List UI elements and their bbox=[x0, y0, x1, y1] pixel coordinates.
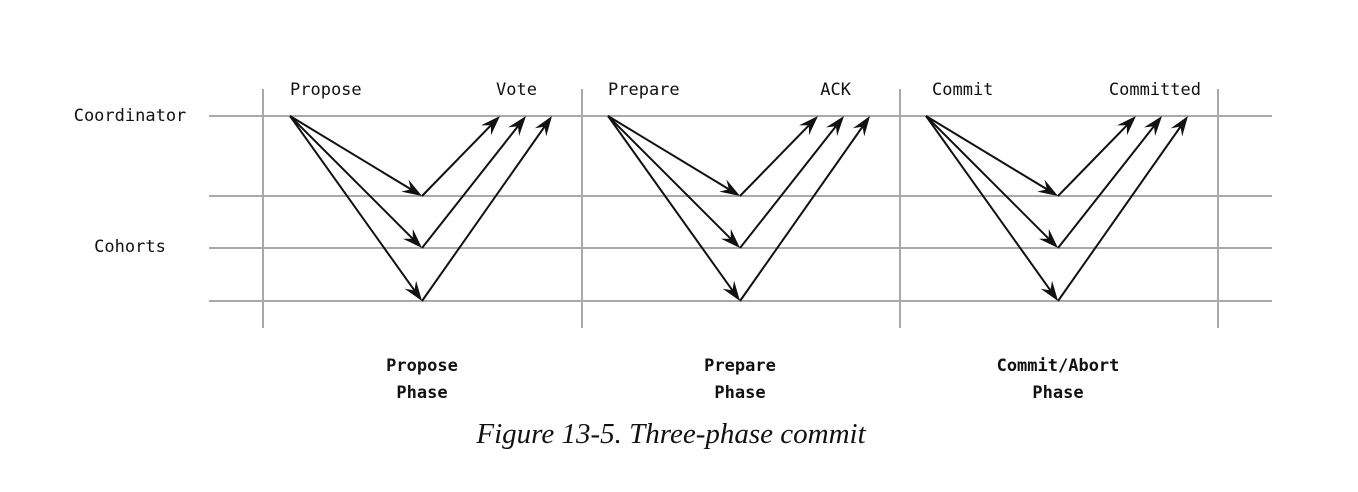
request-arrow bbox=[925, 115, 1058, 196]
request-arrow bbox=[607, 115, 740, 196]
timeline-grid bbox=[209, 89, 1272, 328]
request-arrow bbox=[289, 115, 422, 301]
response-arrow bbox=[739, 116, 870, 302]
commit-step-label: Commit bbox=[932, 80, 993, 100]
prepare-phase-subtitle: Phase bbox=[714, 383, 765, 403]
request-arrow bbox=[607, 115, 740, 301]
coordinator-label: Coordinator bbox=[74, 106, 187, 126]
prepare-phase-title: Prepare bbox=[704, 356, 776, 376]
response-arrow bbox=[421, 116, 552, 302]
response-arrow bbox=[1057, 116, 1136, 197]
phase-propose: Propose Vote Propose Phase bbox=[290, 80, 537, 403]
response-arrow bbox=[1057, 116, 1162, 249]
message-arrows bbox=[289, 115, 1188, 302]
propose-step-label: Propose bbox=[290, 80, 362, 100]
phase-prepare: Prepare ACK Prepare Phase bbox=[608, 80, 852, 403]
commit-abort-phase-title: Commit/Abort bbox=[997, 356, 1120, 376]
request-arrow bbox=[289, 115, 422, 196]
response-arrow bbox=[739, 116, 818, 197]
figure-caption: Figure 13-5. Three-phase commit bbox=[476, 418, 866, 450]
request-arrow bbox=[289, 115, 422, 248]
response-arrow bbox=[1057, 116, 1188, 302]
response-arrow bbox=[739, 116, 844, 249]
prepare-step-label: Prepare bbox=[608, 80, 680, 100]
commit-abort-phase-subtitle: Phase bbox=[1032, 383, 1083, 403]
vote-step-label: Vote bbox=[496, 80, 537, 100]
request-arrow bbox=[607, 115, 740, 248]
cohorts-label: Cohorts bbox=[94, 237, 166, 257]
propose-phase-subtitle: Phase bbox=[396, 383, 447, 403]
ack-step-label: ACK bbox=[820, 80, 851, 100]
propose-phase-title: Propose bbox=[386, 356, 458, 376]
request-arrow bbox=[925, 115, 1058, 248]
committed-step-label: Committed bbox=[1109, 80, 1201, 100]
response-arrow bbox=[421, 116, 526, 249]
phase-commit: Commit Committed Commit/Abort Phase bbox=[932, 80, 1201, 403]
response-arrow bbox=[421, 116, 500, 197]
request-arrow bbox=[925, 115, 1058, 301]
